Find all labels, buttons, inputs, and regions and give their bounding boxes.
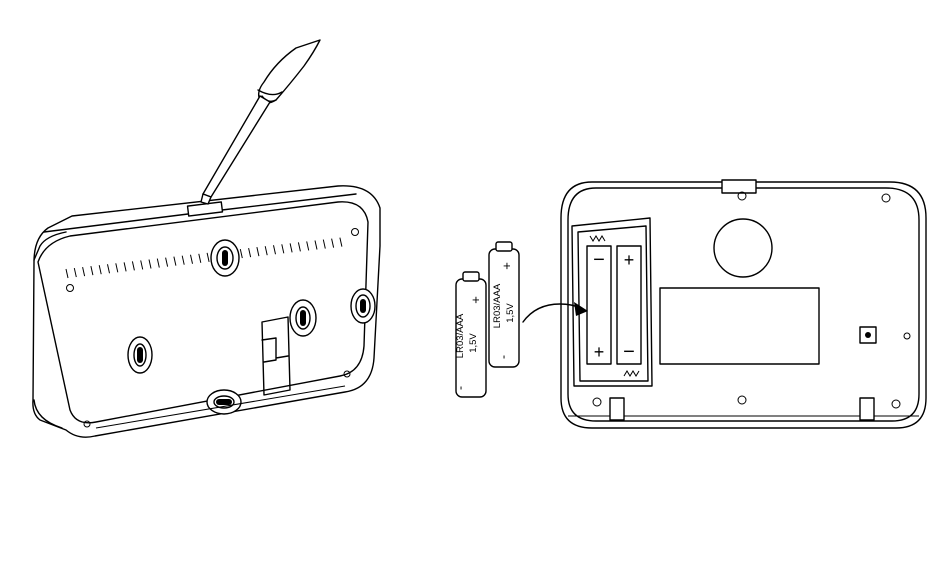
device-open-back: − + + − [561,180,926,428]
battery-compartment: − + + − [572,218,652,386]
mount-hole [892,400,900,408]
slot-right-bottom-sign: − [623,341,635,363]
battery-1-plus: + [468,296,483,304]
screw-hole-bottom [207,390,241,414]
spring-top [590,236,605,241]
mount-hole [738,396,746,404]
battery-aaa-1: + LR03/AAA 1,5V - [453,272,486,397]
slot-left-top-sign: − [593,249,605,271]
round-cutout [714,219,772,277]
insert-arrow [523,302,588,322]
screwdriver-shaft [203,96,270,197]
device-back-view [33,186,380,437]
battery-2-plus: + [499,262,514,270]
battery-2-voltage: 1,5V [505,303,516,323]
device-casing [33,186,380,437]
slot-left-bottom-sign: + [594,342,605,362]
screw-hole-left [128,337,152,373]
battery-1-minus: - [453,386,467,390]
screw-hole-top [211,240,239,276]
mount-hole [882,194,890,202]
battery-aaa-2: + LR03/AAA 1,5V - [489,242,519,367]
label-area [660,288,819,364]
battery-1-type: LR03/AAA [455,313,466,358]
battery-2-minus: - [496,355,510,359]
screw-hole-right [351,289,375,323]
top-latch [722,180,756,193]
spring-bottom [624,371,639,376]
battery-1-voltage: 1,5V [468,333,479,353]
battery-2-type: LR03/AAA [492,283,503,328]
mount-hole [904,333,910,339]
screw-hole-center [290,300,316,336]
slot-right-top-sign: + [624,250,635,270]
mount-hole [593,398,601,406]
screwdriver [201,40,320,204]
bottom-clip-right [860,398,874,420]
bottom-clip-left [610,398,624,420]
